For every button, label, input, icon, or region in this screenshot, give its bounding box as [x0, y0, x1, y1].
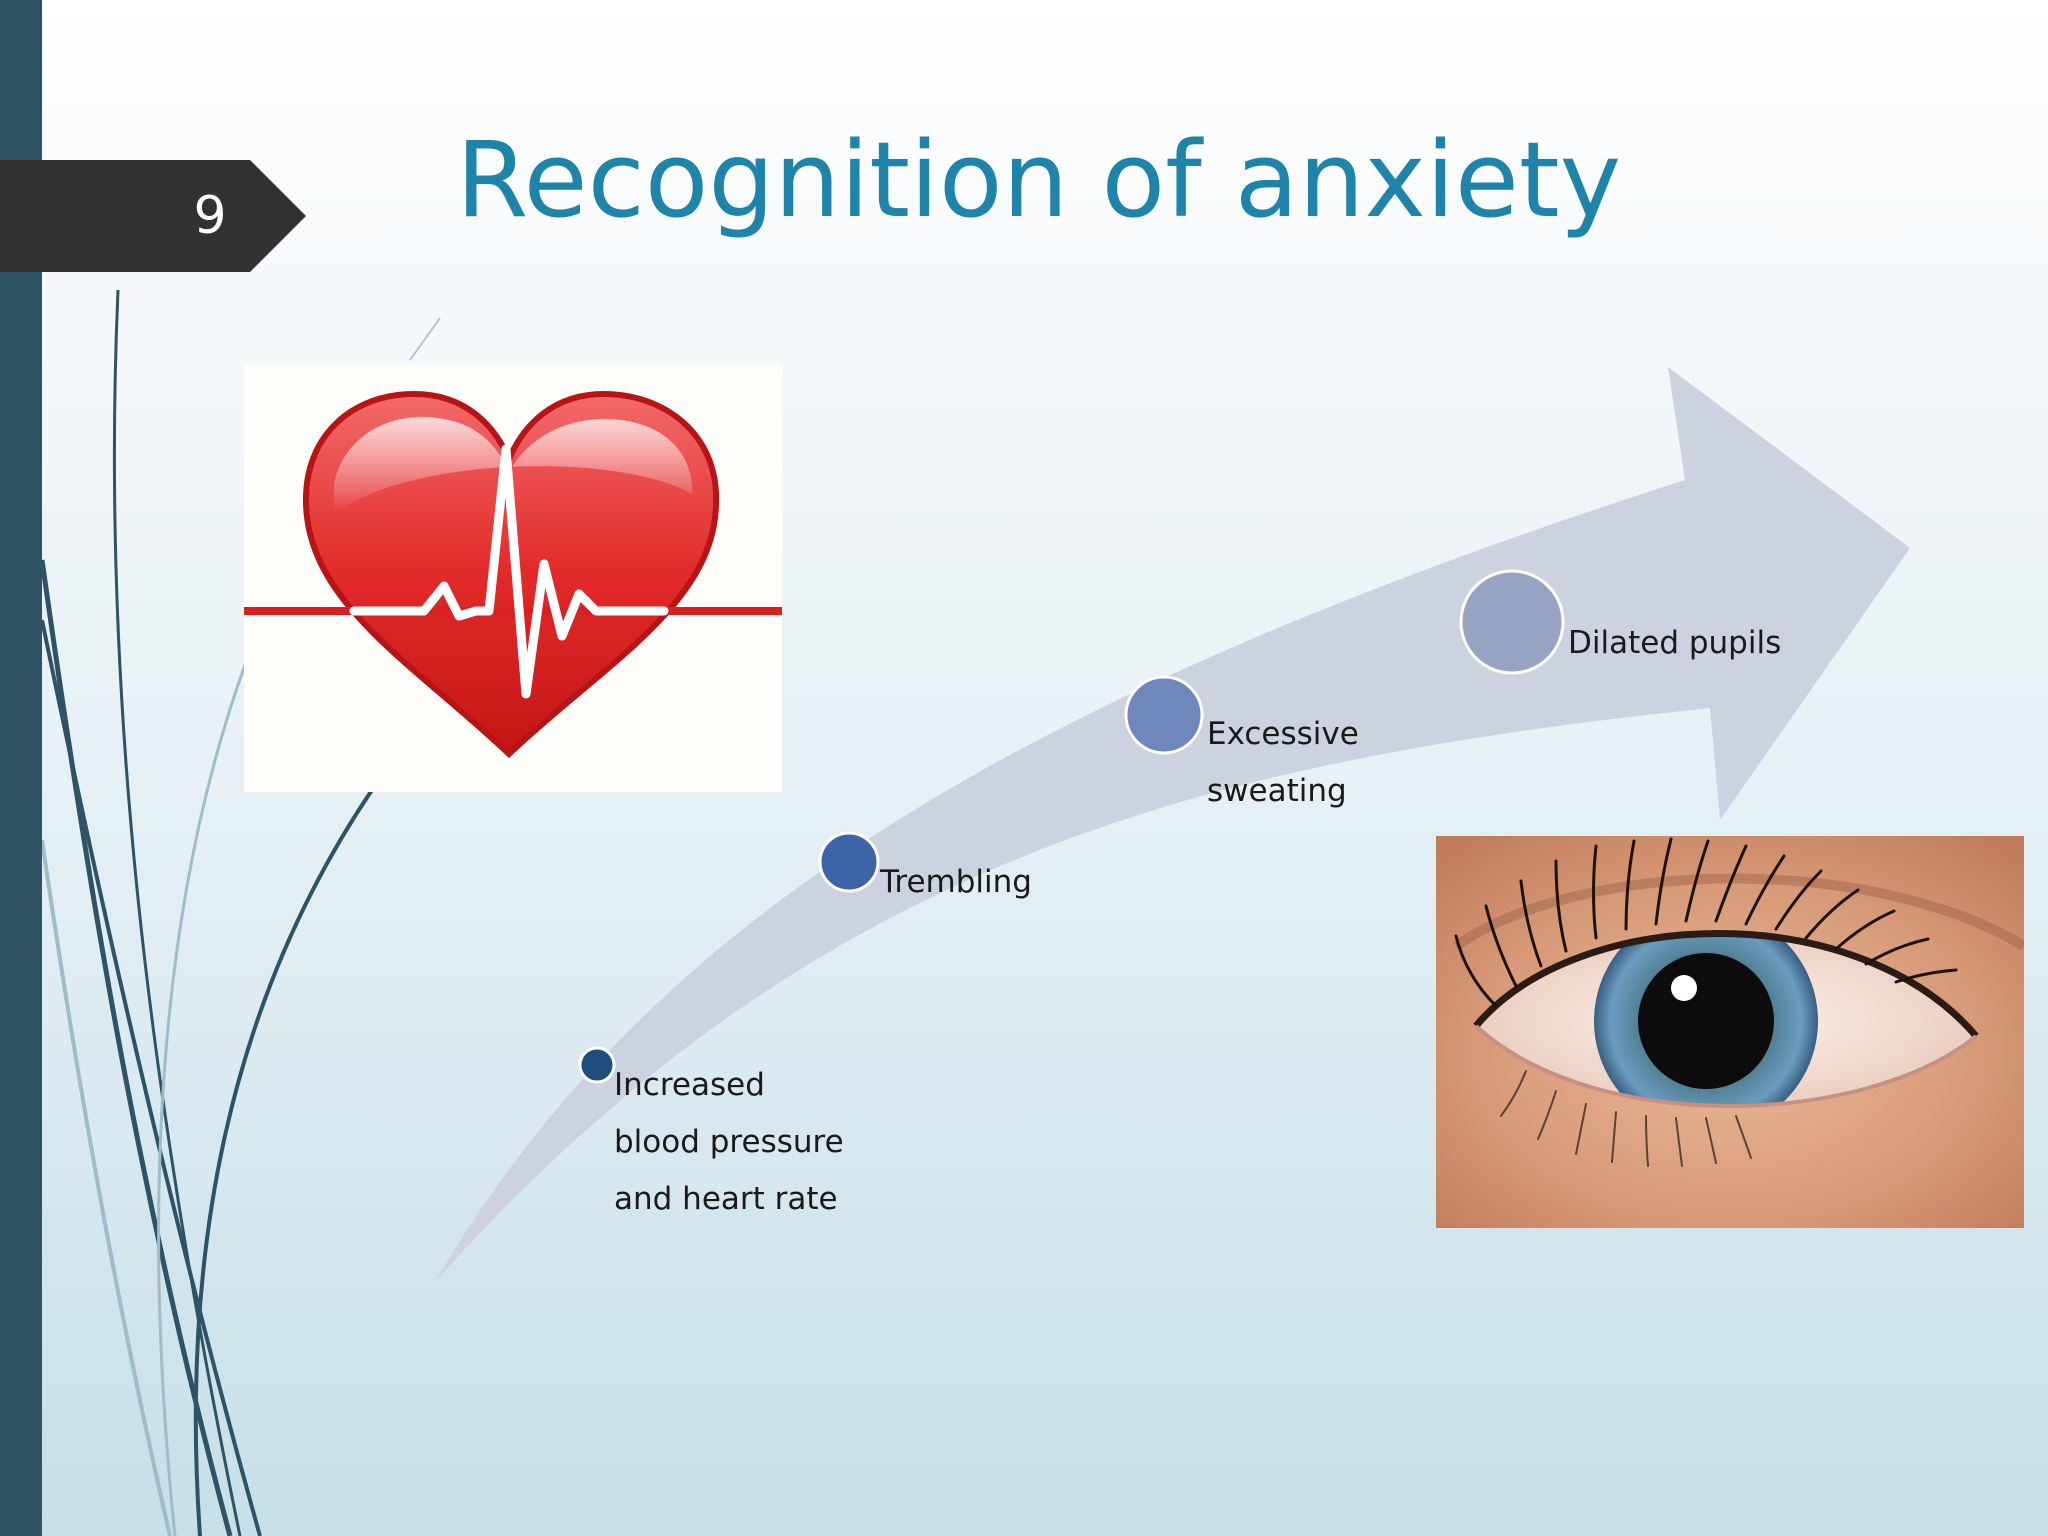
slide-number-tag	[0, 160, 306, 272]
slide-title: Recognition of anxiety	[456, 119, 1622, 241]
step-marker-1	[578, 1046, 616, 1084]
step-marker-2	[818, 831, 880, 893]
heart-ekg-image	[244, 364, 782, 792]
step-label-dilated-pupils: Dilated pupils	[1568, 625, 1782, 661]
step-label-trembling: Trembling	[880, 864, 1032, 900]
step-label-sweating: Excessive sweating	[1207, 716, 1359, 809]
step-marker-3	[1124, 675, 1204, 755]
step-label-blood-pressure: Increased blood pressure and heart rate	[614, 1067, 844, 1217]
slide-number: 9	[193, 186, 227, 246]
eye-closeup-image	[1436, 836, 2024, 1228]
step-marker-4	[1459, 569, 1565, 675]
